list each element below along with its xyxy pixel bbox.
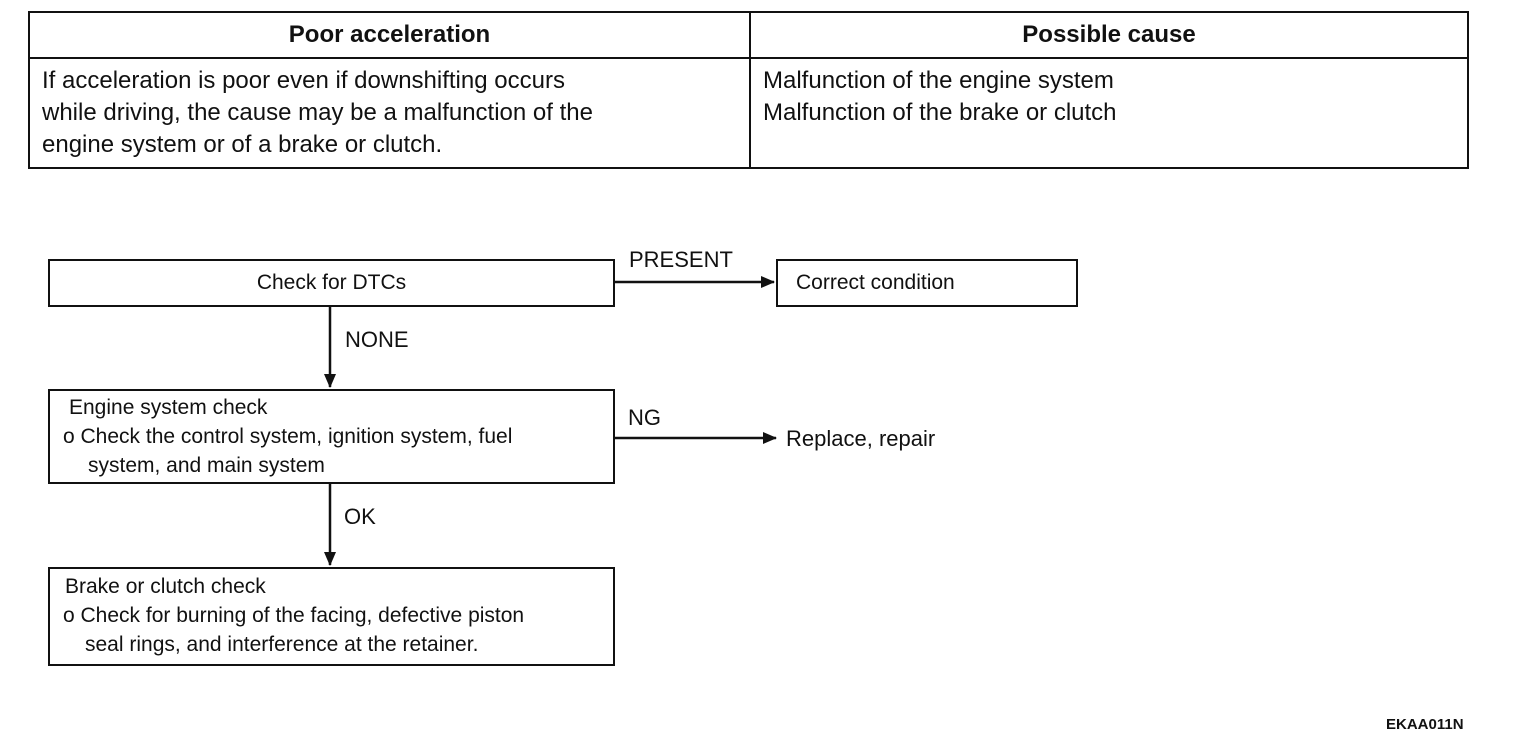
table-column-divider [749, 13, 751, 167]
cause-line: Malfunction of the brake or clutch [763, 99, 1117, 126]
ng-label: NG [628, 405, 661, 430]
correct-condition-box: Correct condition [776, 259, 1078, 307]
possible-causes: Malfunction of the engine system Malfunc… [763, 65, 1117, 129]
ok-label: OK [344, 504, 376, 529]
symptom-table: Poor acceleration Possible cause If acce… [28, 11, 1469, 169]
table-header-cause: Possible cause [1022, 21, 1196, 48]
engine-check-bullet-continuation: system, and main system [88, 454, 325, 477]
brake-check-title: Brake or clutch check [65, 575, 266, 598]
none-label: NONE [345, 327, 409, 352]
engine-system-check-box: Engine system check o Check the control … [48, 389, 615, 484]
present-label: PRESENT [629, 247, 733, 272]
check-dtcs-label: Check for DTCs [256, 271, 407, 294]
table-row-divider [30, 57, 1467, 59]
figure-code: EKAA011N [1386, 716, 1464, 733]
table-header-symptom: Poor acceleration [288, 21, 491, 48]
symptom-line: while driving, the cause may be a malfun… [42, 99, 593, 126]
symptom-line: If acceleration is poor even if downshif… [42, 67, 565, 94]
engine-check-bullet: o Check the control system, ignition sys… [63, 425, 513, 448]
engine-check-title: Engine system check [69, 396, 268, 419]
symptom-line: engine system or of a brake or clutch. [42, 131, 443, 158]
replace-repair-label: Replace, repair [786, 426, 936, 451]
brake-check-bullet: o Check for burning of the facing, defec… [63, 604, 525, 627]
brake-clutch-check-box: Brake or clutch check o Check for burnin… [48, 567, 615, 666]
check-dtcs-box: Check for DTCs [48, 259, 615, 307]
correct-condition-label: Correct condition [796, 271, 955, 294]
symptom-description: If acceleration is poor even if downshif… [42, 65, 593, 161]
brake-check-bullet-continuation: seal rings, and interference at the reta… [85, 633, 479, 656]
cause-line: Malfunction of the engine system [763, 67, 1114, 94]
